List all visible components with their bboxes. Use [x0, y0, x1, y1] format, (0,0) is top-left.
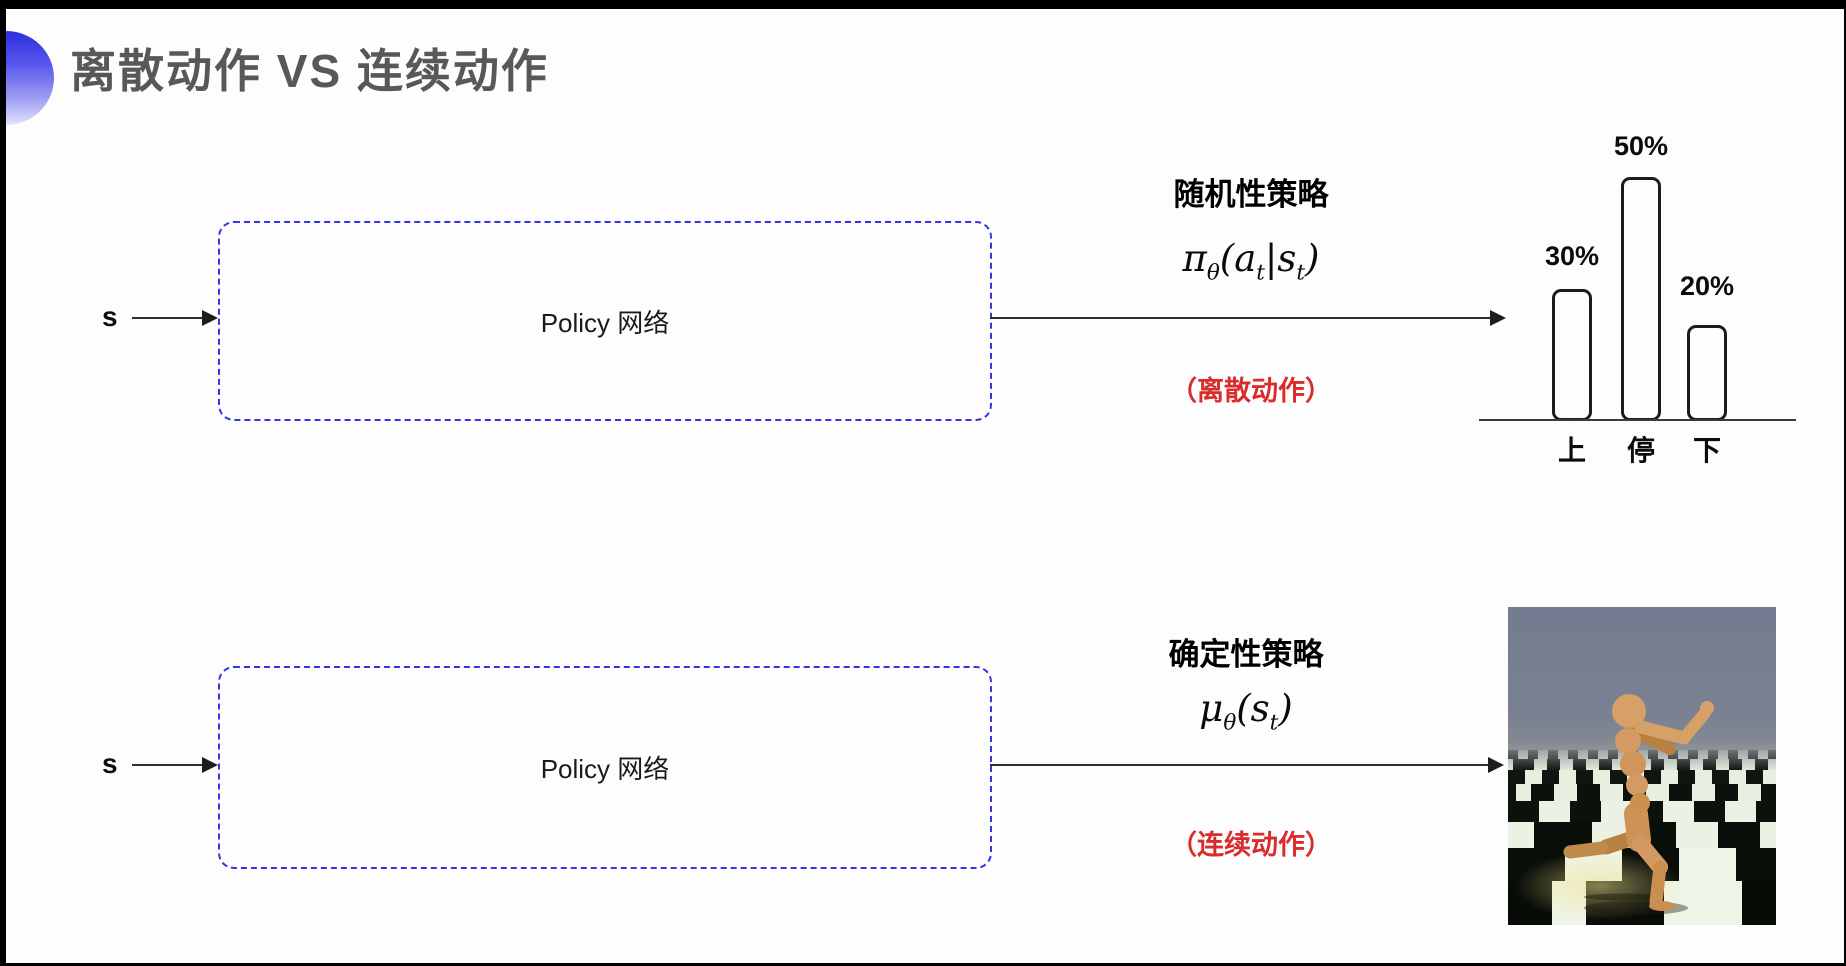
policy-network-box-top: Policy 网络	[218, 221, 992, 421]
page-title: 离散动作 VS 连续动作	[70, 45, 549, 97]
bar-value-label-down: 20%	[1679, 271, 1735, 301]
deterministic-policy-title: 确定性策略	[1168, 637, 1324, 672]
stochastic-policy-title: 随机性策略	[1173, 177, 1329, 212]
humanoid-robot-icon	[1563, 694, 1714, 915]
arrow-state-to-network-bottom	[132, 757, 218, 773]
state-input-label-top: s	[102, 301, 118, 332]
discrete-action-note: （离散动作）	[1170, 376, 1332, 406]
deterministic-policy-formula: μθ(st)	[1199, 687, 1293, 736]
category-label-down: 下	[1692, 435, 1721, 466]
bar-value-label-stop: 50%	[1613, 131, 1669, 161]
policy-network-box-bottom: Policy 网络	[218, 666, 992, 869]
arrow-network-to-output-top	[990, 310, 1506, 326]
policy-network-label-bottom: Policy 网络	[540, 754, 670, 784]
accent-halfcircle-icon	[6, 31, 54, 125]
bar-value-label-up: 30%	[1544, 241, 1600, 271]
continuous-action-note: （连续动作）	[1170, 830, 1332, 860]
bar-up	[1552, 289, 1592, 421]
category-label-stop: 停	[1626, 435, 1655, 466]
arrow-network-to-output-bottom	[990, 757, 1504, 773]
category-label-up: 上	[1557, 435, 1586, 466]
chart-baseline	[1479, 419, 1796, 421]
arrow-state-to-network-top	[132, 310, 218, 326]
bar-down	[1687, 325, 1727, 421]
state-input-label-bottom: s	[102, 748, 118, 779]
bar-stop	[1621, 177, 1661, 421]
humanoid-simulation-image	[1508, 607, 1776, 925]
stochastic-policy-formula: πθ(at|st)	[1182, 237, 1320, 286]
policy-network-label-top: Policy 网络	[540, 307, 670, 338]
action-probability-bar-chart: 30% 50% 20% 上 停 下	[1476, 119, 1806, 469]
